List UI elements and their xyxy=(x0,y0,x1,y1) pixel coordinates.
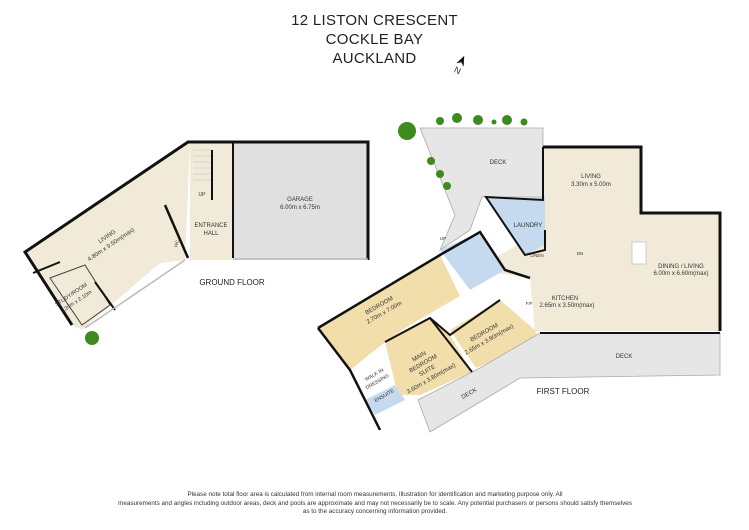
tree-icon xyxy=(520,118,528,126)
garage-size: 6.00m x 6.75m xyxy=(280,205,320,211)
top-deck-area xyxy=(419,127,544,252)
tree-icon xyxy=(452,113,462,123)
ground-floor-title: GROUND FLOOR xyxy=(199,278,265,287)
dining-living-label: DINING / LIVING xyxy=(658,264,704,270)
linen-label: LINEN xyxy=(530,253,543,258)
first-living-size: 3.30m x 5.00m xyxy=(571,182,611,188)
address-line-1: 12 LISTON CRESCENT xyxy=(291,12,458,29)
tree-icon xyxy=(85,331,99,345)
first-living-dining-area xyxy=(478,147,720,331)
garage-area xyxy=(233,142,368,260)
disclaimer: Please note total floor area is calculat… xyxy=(118,491,632,517)
trees xyxy=(398,113,528,190)
ground-stairs-up-label: UP xyxy=(199,192,207,198)
tree-icon xyxy=(491,119,497,125)
bedroom-2-area xyxy=(450,300,540,368)
address-line-3: AUCKLAND xyxy=(332,50,417,67)
study-room-area xyxy=(49,264,111,326)
first-living-label: LIVING xyxy=(581,174,601,180)
tree-icon xyxy=(436,170,444,178)
first-floor-title: FIRST FLOOR xyxy=(537,387,590,396)
address-line-2: COCKLE BAY xyxy=(325,31,424,48)
first-stairs-up-label: UP xyxy=(440,236,446,241)
kitchen-label: KITCHEN xyxy=(552,296,578,302)
tree-icon xyxy=(443,182,451,190)
tree-icon xyxy=(427,157,435,165)
laundry-label: LAUNDRY xyxy=(514,223,543,229)
kitchen-island xyxy=(631,241,647,265)
bedroom-1-area xyxy=(318,255,460,370)
bottom-deck-area xyxy=(417,332,721,433)
first-stairs-dn-label: DN xyxy=(577,251,584,256)
entrance-label: ENTRANCE xyxy=(194,223,227,229)
ground-floor-walls xyxy=(22,140,370,326)
hall-label: HALL xyxy=(203,231,219,237)
bottom-deck-label: DECK xyxy=(616,354,633,360)
tree-icon xyxy=(473,115,483,125)
tree-icon xyxy=(436,117,444,125)
north-label: N xyxy=(452,65,462,77)
tree-icon xyxy=(502,115,512,125)
disclaimer-line-1: Please note total floor area is calculat… xyxy=(187,491,563,498)
fridge-label: F/F xyxy=(526,301,533,306)
dining-living-size: 6.00m x 6.60m(max) xyxy=(653,271,708,277)
top-deck-label: DECK xyxy=(490,160,507,166)
tree-icon xyxy=(398,122,416,140)
north-arrow-icon: N xyxy=(452,55,465,77)
disclaimer-line-2: measurements and angles including outdoo… xyxy=(118,499,632,507)
garage-label: GARAGE xyxy=(287,197,313,203)
ensuite-area xyxy=(365,385,405,415)
disclaimer-line-3: as to the accuracy concerning informatio… xyxy=(302,508,448,515)
kitchen-size: 2.65m x 3.50m(max) xyxy=(539,303,594,309)
wc-label: WC xyxy=(173,238,181,247)
laundry-area xyxy=(486,197,545,255)
first-floor-walls xyxy=(543,145,722,331)
ground-stairs xyxy=(193,149,212,181)
ground-floor: LIVING 4.80m x 9.50m(max) STUDY/ROOM 3.2… xyxy=(22,140,370,345)
main-suite-area xyxy=(385,318,472,395)
first-floor: DECK LIVING 3.30m x 5.00m LAUNDRY LINEN … xyxy=(317,113,722,433)
